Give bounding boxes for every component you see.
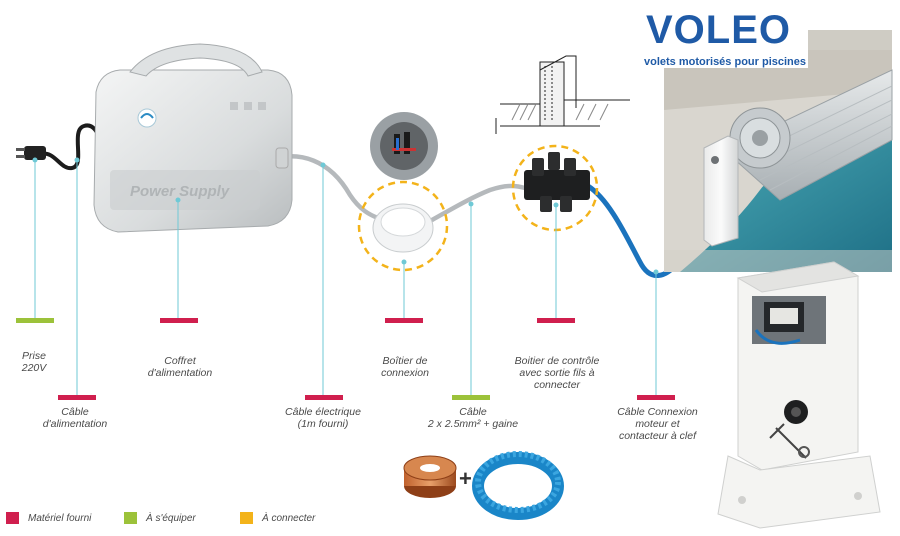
cable-alim-line1: Câble bbox=[61, 406, 89, 418]
power-supply-device: Power Supply bbox=[93, 43, 293, 233]
cable-moteur-marker bbox=[637, 395, 675, 400]
legend-swatch-fourni bbox=[6, 512, 19, 524]
pool-shutter-photo bbox=[664, 30, 893, 272]
coffret-line2: d'alimentation bbox=[147, 367, 213, 379]
legend-label-connecter: À connecter bbox=[262, 513, 316, 524]
boitier-ctrl-line3: connecter bbox=[533, 379, 581, 391]
cable-gaine-marker bbox=[452, 395, 490, 400]
cable-alim-anchor-dot bbox=[74, 157, 80, 163]
cable-moteur-line2: moteur et bbox=[635, 418, 680, 430]
boitier-conn-line2: connexion bbox=[381, 367, 429, 379]
installation-sketch bbox=[495, 55, 630, 134]
legend-swatch-connecter bbox=[240, 512, 253, 524]
cable-elec-anchor-dot bbox=[320, 162, 326, 168]
coffret-anchor-dot bbox=[175, 197, 181, 203]
boitier-ctrl-anchor-dot bbox=[553, 202, 559, 208]
prise-anchor-dot bbox=[32, 157, 38, 163]
legend-label-equiper: À s'équiper bbox=[146, 513, 196, 524]
prise-marker bbox=[16, 318, 54, 323]
prise-line2: 220V bbox=[21, 362, 47, 374]
plug-icon bbox=[16, 146, 46, 160]
cable-gaine-line1: Câble bbox=[459, 406, 487, 418]
cable-moteur-line3: contacteur à clef bbox=[618, 430, 697, 442]
voleo-logo: VOLEO volets motorisés pour piscines bbox=[638, 6, 808, 68]
cable-alim-line2: d'alimentation bbox=[42, 418, 108, 430]
junction-box-inset bbox=[370, 112, 438, 180]
connection-cable bbox=[429, 183, 528, 223]
plus-sign: + bbox=[459, 466, 472, 491]
coffret-marker bbox=[160, 318, 198, 323]
cable-gaine-anchor-dot bbox=[468, 201, 474, 207]
key-switch-post bbox=[717, 261, 881, 529]
boitier-ctrl-marker bbox=[537, 318, 575, 323]
cable-elec-line2: (1m fourni) bbox=[297, 418, 349, 430]
control-terminal-block bbox=[511, 144, 599, 232]
cable-elec-label: Câble électrique(1m fourni) bbox=[278, 406, 368, 430]
boitier-conn-marker bbox=[385, 318, 423, 323]
cable-elec-marker bbox=[305, 395, 343, 400]
logo-wordmark: VOLEO bbox=[646, 8, 792, 52]
boitier-conn-anchor-dot bbox=[401, 259, 407, 265]
logo-tagline: volets motorisés pour piscines bbox=[644, 56, 806, 68]
coffret-line1: Coffret bbox=[164, 355, 196, 367]
boitier-conn-line1: Boîtier de bbox=[382, 355, 428, 367]
boitier-ctrl-line2: avec sortie fils à bbox=[519, 367, 595, 379]
legend-label-fourni: Matériel fourni bbox=[28, 513, 92, 524]
cable-moteur-anchor-dot bbox=[653, 269, 659, 275]
leader-lines bbox=[32, 157, 659, 395]
cable-elec-line1: Câble électrique bbox=[285, 406, 361, 418]
legend-swatch-equiper bbox=[124, 512, 137, 524]
blue-sheath-coil bbox=[472, 451, 564, 520]
cable-moteur-line1: Câble Connexion bbox=[617, 406, 698, 418]
boitier-ctrl-line1: Boitier de contrôle bbox=[514, 355, 600, 367]
cable-alim-marker bbox=[58, 395, 96, 400]
junction-box bbox=[357, 180, 449, 272]
device-brand-text: Power Supply bbox=[130, 183, 230, 200]
copper-cable-spool bbox=[403, 455, 457, 498]
prise-line1: Prise bbox=[22, 350, 46, 362]
cable-gaine-line2: 2 x 2.5mm² + gaine bbox=[427, 418, 519, 430]
